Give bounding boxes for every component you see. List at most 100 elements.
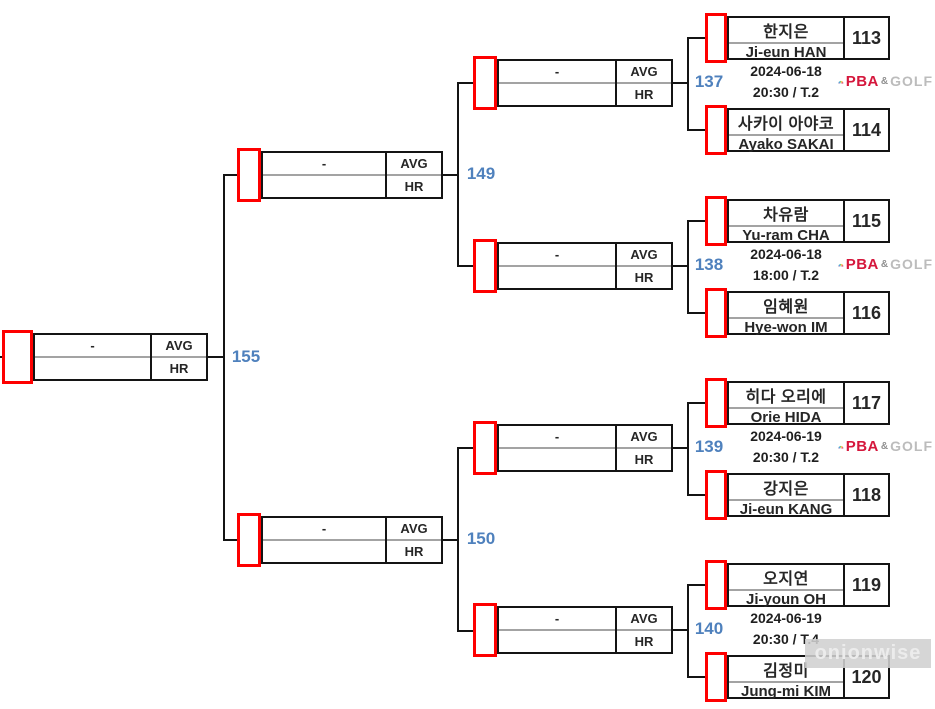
player-draw-number: 119 [851, 574, 882, 595]
score-value: - [499, 608, 615, 631]
score-value: - [35, 335, 150, 358]
score-value: - [499, 426, 615, 449]
connector-line [457, 82, 459, 267]
score-value-empty [263, 176, 385, 197]
connector-line [689, 312, 706, 314]
avg-label: AVG [617, 426, 671, 449]
quarterfinal-match-box: - AVG HR [473, 421, 673, 475]
score-table: - AVG HR [261, 151, 443, 199]
score-table: - AVG HR [33, 333, 208, 381]
match-number: 140 [694, 619, 724, 638]
player-name-en: Hye-won IM [744, 319, 828, 336]
connector-line [457, 447, 459, 632]
player-name-en: Jung-mi KIM [741, 683, 831, 700]
quarterfinal-match-box: - AVG HR [473, 239, 673, 293]
connector-line [459, 265, 474, 267]
connector-line [223, 174, 225, 541]
final-match-box: - AVG HR [2, 330, 208, 384]
avg-label: AVG [387, 518, 441, 541]
stat-labels: AVG HR [617, 426, 671, 470]
score-value-empty [263, 541, 385, 562]
stat-labels: AVG HR [152, 335, 206, 379]
connector-line [459, 82, 474, 84]
score-value-empty [499, 449, 615, 470]
stat-labels: AVG HR [387, 518, 441, 562]
winner-indicator-tab [237, 513, 261, 567]
pba-golf-logo: PBA & GOLF [838, 255, 933, 273]
connector-line [687, 402, 689, 496]
player-card: 임혜원 Hye-won IM 116 [727, 291, 890, 336]
score-table: - AVG HR [497, 424, 673, 472]
match-date: 2024-06-19 [750, 610, 822, 626]
connector-line [687, 584, 689, 678]
player-box: 사카이 아야코 Ayako SAKAI 114 [705, 105, 890, 155]
match-number: 138 [694, 255, 724, 274]
connector-line [225, 539, 238, 541]
player-name-local: 김정미 [729, 657, 843, 683]
ampersand: & [880, 440, 889, 452]
connector-line [459, 630, 474, 632]
match-time-table: 20:30 / T.2 [752, 449, 820, 465]
player-name-en: Yu-ram CHA [742, 227, 830, 244]
winner-indicator-tab [705, 13, 727, 63]
connector-line [225, 174, 238, 176]
connector-line [689, 129, 706, 131]
player-name-local: 히다 오리에 [729, 383, 843, 409]
pba-golf-logo: PBA & GOLF [838, 437, 933, 455]
nbc-peacock-icon [838, 263, 844, 267]
hr-label: HR [634, 634, 654, 649]
player-box: 오지연 Ji-youn OH 119 [705, 560, 890, 610]
connector-line [689, 37, 706, 39]
player-name-en: Ayako SAKAI [738, 136, 834, 153]
connector-line [671, 629, 688, 631]
match-number-final: 155 [231, 347, 261, 366]
avg-label: AVG [617, 608, 671, 631]
avg-label: AVG [617, 61, 671, 84]
player-names: 임혜원 Hye-won IM [729, 293, 845, 336]
score-value-empty [499, 267, 615, 288]
player-names: 히다 오리에 Orie HIDA [729, 383, 845, 426]
match-number: 137 [694, 72, 724, 91]
connector-line [689, 402, 706, 404]
stat-labels: AVG HR [617, 244, 671, 288]
player-draw-number: 117 [851, 392, 882, 413]
match-date: 2024-06-19 [750, 428, 822, 444]
quarterfinal-match-box: - AVG HR [473, 603, 673, 657]
connector-line [689, 584, 706, 586]
avg-label: AVG [617, 244, 671, 267]
connector-line [0, 356, 3, 358]
golf-wordmark: GOLF [890, 73, 933, 89]
winner-indicator-tab [705, 105, 727, 155]
winner-indicator-tab [705, 196, 727, 246]
score-value-empty [499, 84, 615, 105]
match-date: 2024-06-18 [750, 63, 822, 79]
player-name-local: 임혜원 [729, 293, 843, 319]
golf-wordmark: GOLF [890, 256, 933, 272]
connector-line [689, 494, 706, 496]
player-card: 사카이 아야코 Ayako SAKAI 114 [727, 108, 890, 153]
score-value: - [499, 61, 615, 84]
match-time-table: 18:00 / T.2 [752, 267, 820, 283]
score-value: - [263, 518, 385, 541]
player-name-en: Ji-youn OH [745, 591, 826, 608]
player-names: 차유람 Yu-ram CHA [729, 201, 845, 244]
connector-line [441, 539, 458, 541]
match-time-table: 20:30 / T.2 [752, 84, 820, 100]
player-draw-number: 118 [851, 484, 882, 505]
pba-wordmark: PBA [845, 255, 879, 273]
player-box: 강지은 Ji-eun KANG 118 [705, 470, 890, 520]
stat-labels: AVG HR [617, 608, 671, 652]
player-box: 임혜원 Hye-won IM 116 [705, 288, 890, 338]
winner-indicator-tab [473, 603, 497, 657]
connector-line [671, 82, 688, 84]
player-names: 김정미 Jung-mi KIM [729, 657, 845, 700]
match-number-semifinal: 150 [466, 529, 496, 548]
hr-label: HR [404, 544, 424, 559]
hr-label: HR [634, 452, 654, 467]
connector-line [689, 220, 706, 222]
hr-label: HR [404, 179, 424, 194]
player-name-local: 한지은 [729, 18, 843, 44]
pba-wordmark: PBA [845, 437, 879, 455]
winner-indicator-tab [2, 330, 33, 384]
